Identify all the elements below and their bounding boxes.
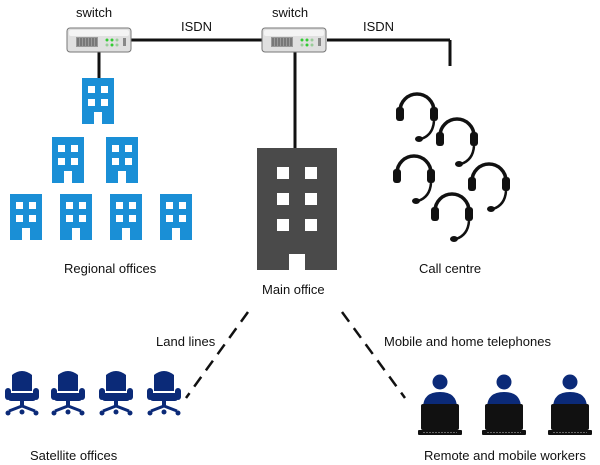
remote-workers-icon bbox=[417, 374, 593, 436]
mobile-link bbox=[340, 311, 407, 399]
main-office-icon bbox=[257, 148, 337, 270]
regional-offices-label: Regional offices bbox=[64, 261, 157, 276]
switch-2-label: switch bbox=[272, 5, 309, 20]
mobile-link-label: Mobile and home telephones bbox=[384, 334, 551, 349]
isdn-label-2: ISDN bbox=[363, 19, 395, 34]
land-lines-link bbox=[184, 311, 250, 399]
satellite-offices-label: Satellite offices bbox=[30, 448, 118, 463]
regional-offices-icon bbox=[10, 78, 192, 240]
switch-1-icon bbox=[66, 27, 132, 53]
isdn-label-1: ISDN bbox=[181, 19, 213, 34]
switch-1-label: switch bbox=[76, 5, 113, 20]
remote-workers-label: Remote and mobile workers bbox=[424, 448, 586, 463]
satellite-offices-icon bbox=[3, 369, 183, 417]
call-centre-icon bbox=[391, 92, 512, 244]
switch-2-icon bbox=[261, 27, 327, 53]
call-centre-label: Call centre bbox=[419, 261, 482, 276]
land-lines-label: Land lines bbox=[156, 334, 216, 349]
main-office-label: Main office bbox=[262, 282, 325, 297]
